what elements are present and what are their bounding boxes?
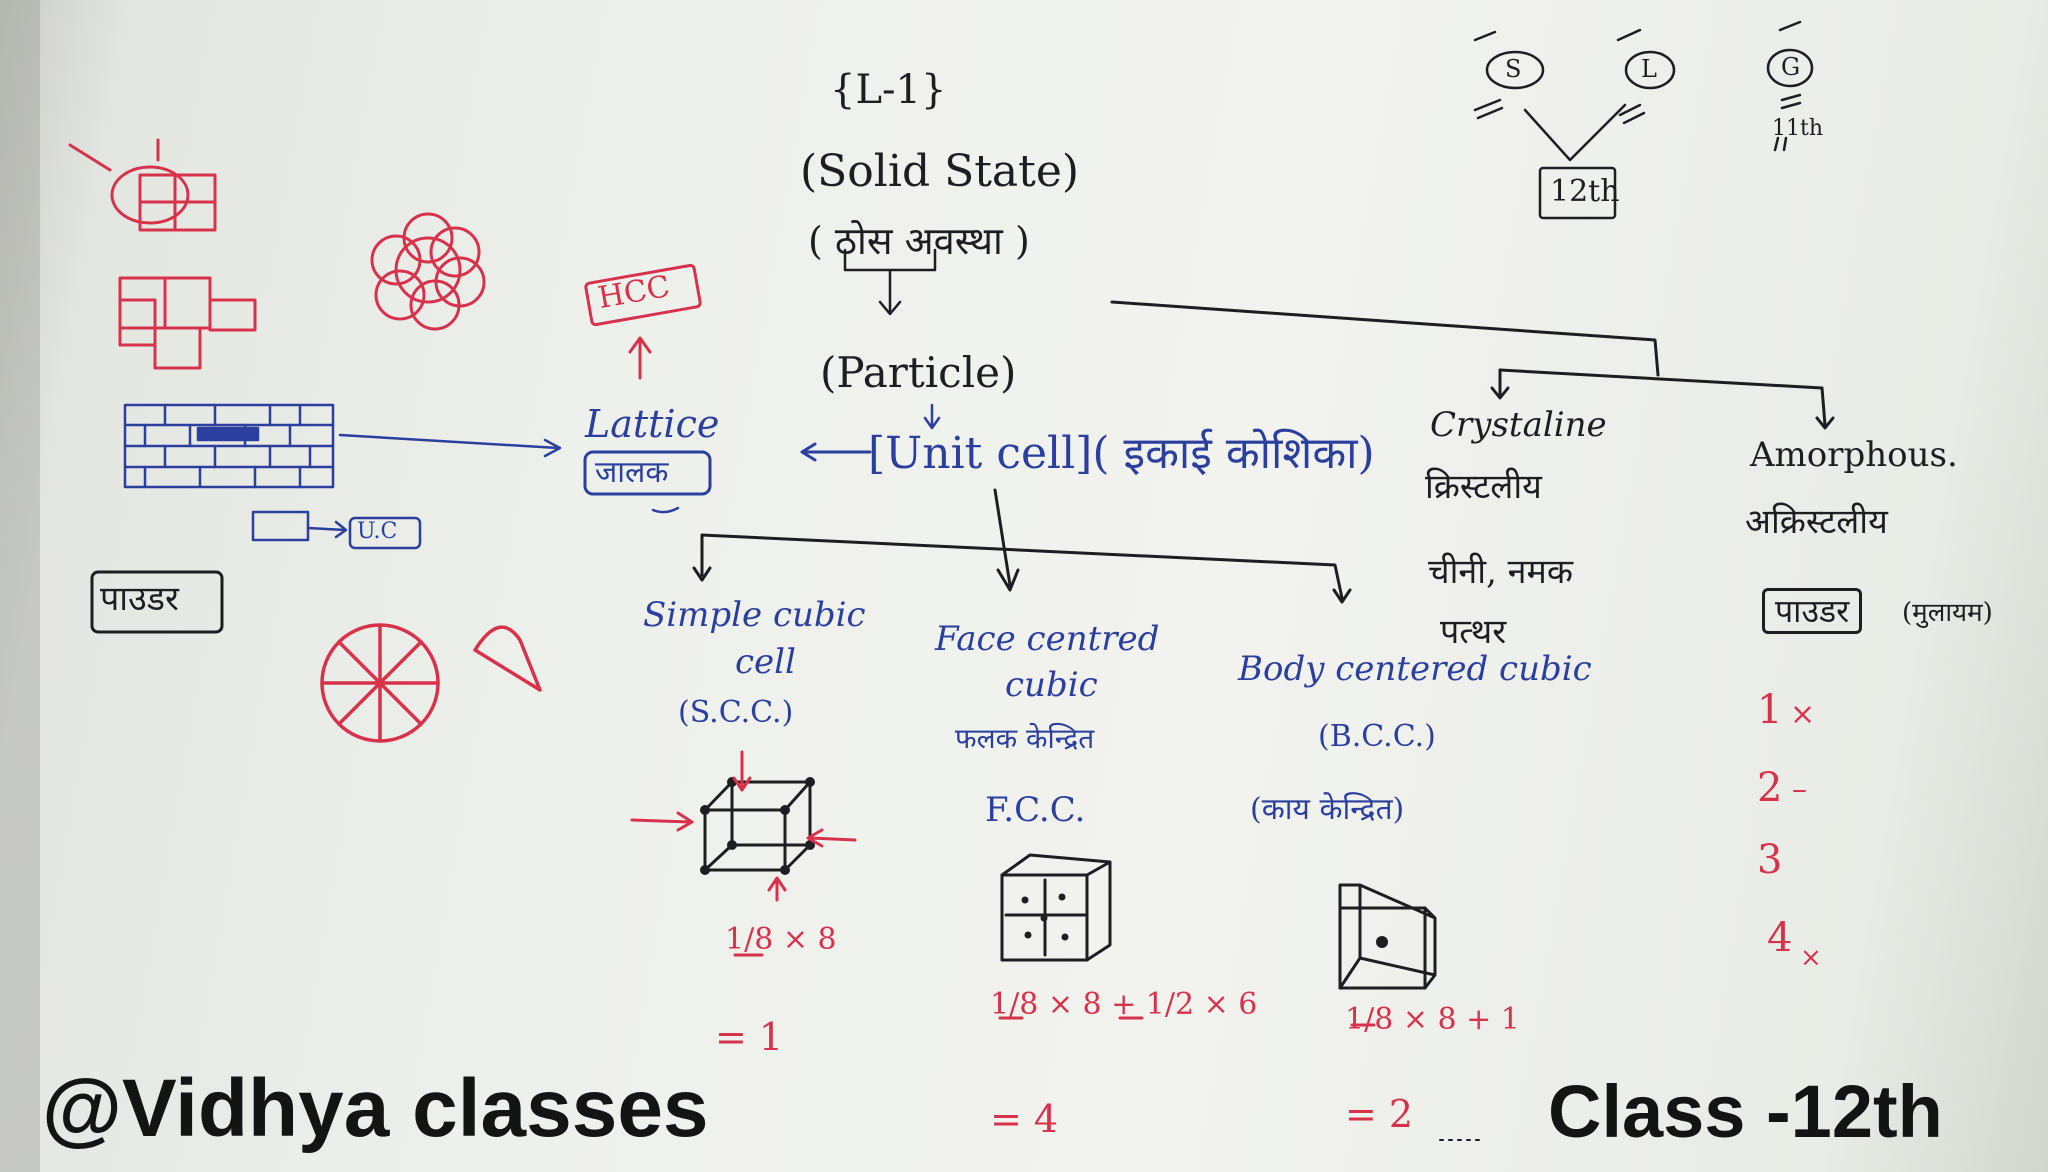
scc-name-line1: Simple cubic <box>643 595 866 635</box>
class-labels-doodle <box>1473 20 1814 220</box>
bcc-abbreviation: (B.C.C.) <box>1318 719 1436 754</box>
unit-cell-heading: [Unit cell]( इकाई कोशिका) <box>868 428 1375 479</box>
fraction-bars <box>733 953 1376 1027</box>
bcc-result: = 2 <box>1345 1092 1414 1136</box>
list-item-1: 1 <box>1757 687 1783 733</box>
list-mark-1: × <box>1790 697 1816 732</box>
particle-label: (Particle) <box>820 348 1017 397</box>
blue-brick-wall <box>123 403 335 489</box>
topic-title-hindi: ( ठोस अवस्था ) <box>808 219 1030 263</box>
red-sector-doodle <box>473 625 542 692</box>
fcc-formula: 1/8 × 8 + 1/2 × 6 <box>990 987 1258 1022</box>
lecture-number: {L-1} <box>830 67 947 113</box>
fcc-name-line1: Face centred <box>935 619 1160 659</box>
class-l-label: L <box>1641 55 1657 83</box>
list-item-2: 2 <box>1757 765 1783 811</box>
class-s-label: S <box>1505 55 1522 83</box>
list-mark-2: – <box>1792 772 1807 807</box>
amorphous-powder: पाउडर <box>1762 588 1863 634</box>
fcc-result: = 4 <box>990 1097 1059 1141</box>
crystalline-example-1: चीनी, नमक <box>1428 552 1574 592</box>
channel-watermark: @Vidhya classes <box>42 1063 709 1154</box>
red-pie-circle <box>320 623 440 743</box>
scc-abbreviation: (S.C.C.) <box>678 695 794 730</box>
face-centred-cubic-diagram <box>1000 853 1112 962</box>
class-12th-label: 12th <box>1550 174 1620 209</box>
crystalline-hindi: क्रिस्टलीय <box>1425 467 1542 507</box>
class-11th-label: 11th <box>1772 116 1824 141</box>
list-mark-4: × <box>1800 943 1822 973</box>
bcc-name: Body centered cubic <box>1238 649 1592 689</box>
lattice-hindi-label: जालक <box>595 455 669 490</box>
crystalline-example-2: पत्थर <box>1440 612 1507 652</box>
class-g-label: G <box>1781 53 1801 81</box>
crystalline-title: Crystaline <box>1430 405 1607 445</box>
red-flower-doodle <box>370 212 486 331</box>
amorphous-note: (मुलायम) <box>1902 598 1993 628</box>
bcc-hindi: (काय केन्द्रित) <box>1250 792 1405 827</box>
list-item-4: 4 <box>1767 915 1793 961</box>
fcc-hindi: फलक केन्द्रित <box>955 722 1095 755</box>
topic-title: (Solid State) <box>800 146 1080 197</box>
class-watermark: Class -12th <box>1548 1070 1943 1153</box>
fcc-abbreviation: F.C.C. <box>985 790 1086 830</box>
bcc-formula: 1/8 × 8 + 1 <box>1345 1002 1520 1037</box>
fcc-name-line2: cubic <box>1005 665 1098 705</box>
simple-cubic-arrows <box>630 750 857 902</box>
red-cross-net <box>118 276 257 370</box>
body-centred-cubic-diagram <box>1338 883 1437 990</box>
simple-cubic-diagram <box>703 780 812 872</box>
uc-label: U.C <box>357 519 398 544</box>
scc-result: = 1 <box>715 1015 784 1059</box>
amorphous-title: Amorphous. <box>1750 435 1958 475</box>
scc-formula: 1/8 × 8 <box>725 922 837 957</box>
amorphous-hindi: अक्रिस्टलीय <box>1745 502 1888 542</box>
powder-label-left: पाउडर <box>100 579 179 619</box>
powder-box-left <box>90 570 224 634</box>
lattice-label: Lattice <box>585 402 720 446</box>
list-item-3: 3 <box>1757 837 1783 883</box>
lattice-box <box>583 450 712 496</box>
scc-name-line2: cell <box>735 642 796 682</box>
hcc-box <box>584 263 702 327</box>
blue-small-box <box>251 510 422 550</box>
red-square-doodle <box>68 138 217 232</box>
